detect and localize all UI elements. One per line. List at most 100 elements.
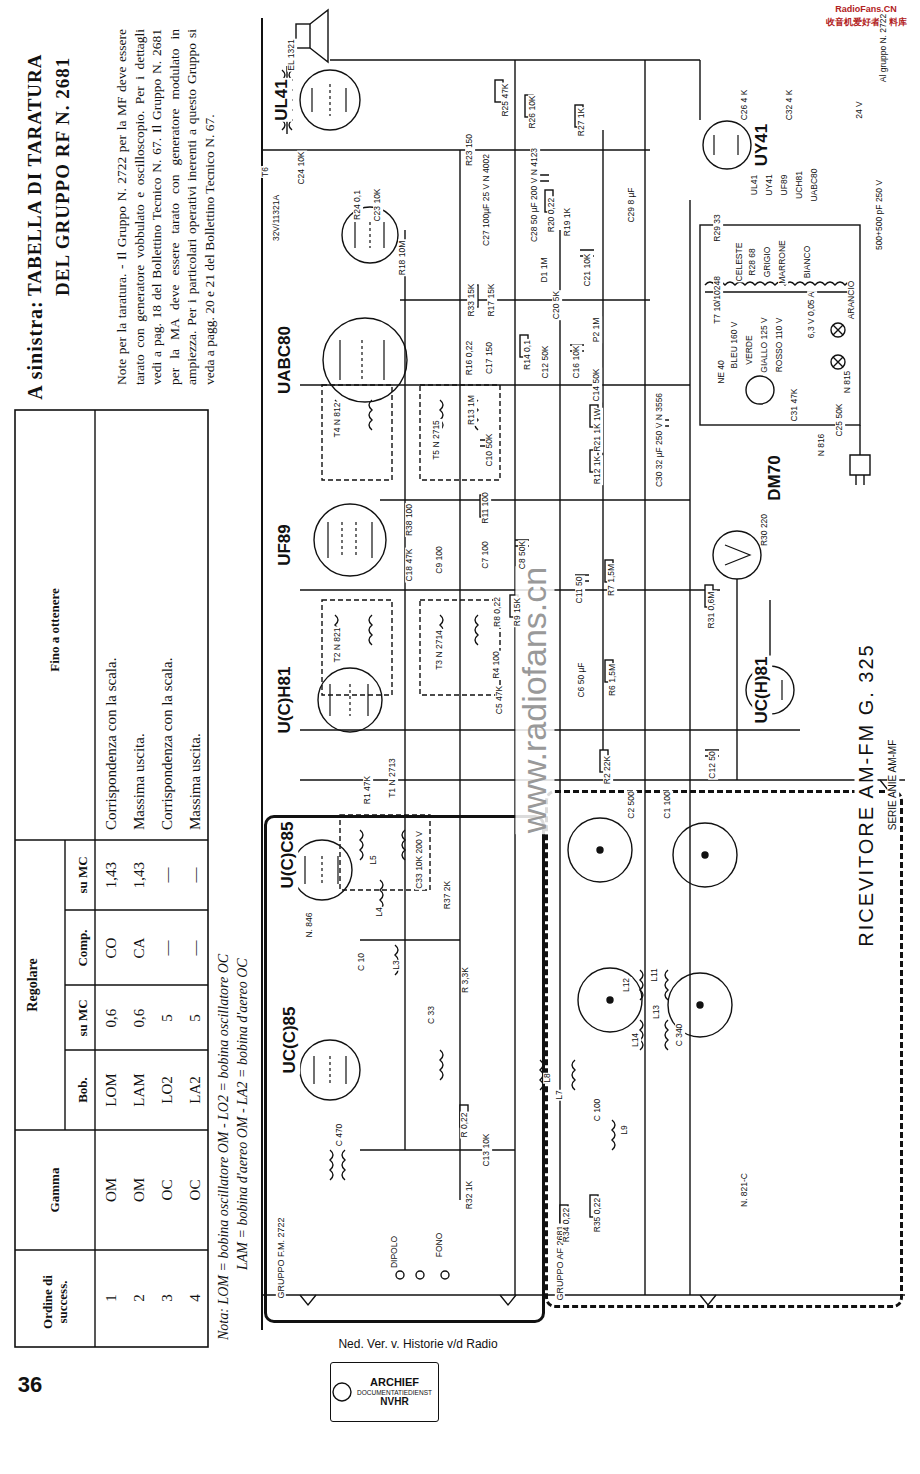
component-value: UCH81	[795, 170, 805, 200]
table-cell: 5	[187, 1013, 204, 1023]
component-value: C7 100	[481, 540, 491, 569]
table-cell: OM	[103, 1177, 120, 1203]
component-value: GIALLO 125 V	[760, 316, 770, 373]
component-value: C29 8 µF	[627, 186, 637, 223]
component-value: L12	[622, 977, 632, 993]
component-value: T5 N 2715	[432, 419, 442, 461]
component-value: C26 4 K	[740, 89, 750, 122]
component-value: BLEU 160 V	[730, 321, 740, 370]
component-value: R7 1,5M	[607, 563, 617, 597]
component-value: C23 10K	[373, 187, 383, 222]
component-value: C11 50	[575, 576, 585, 605]
component-value: R 3,3K	[461, 966, 471, 994]
archive-stamp: ARCHIEFDOCUMENTATIEDIENSTNVHR	[330, 1362, 439, 1422]
component-value: R21 1K 1W	[593, 407, 603, 452]
component-value: 500+500 pF 250 V	[875, 179, 885, 251]
component-value: MARRONE	[778, 239, 788, 284]
table-cell: OC	[187, 1179, 204, 1202]
component-value: L3	[392, 959, 402, 970]
component-value: UL41	[750, 174, 760, 196]
component-value: L13	[652, 1004, 662, 1020]
component-value: EL 1321	[287, 38, 297, 71]
component-value: R13 1M	[467, 394, 477, 426]
component-value: L5	[369, 854, 379, 865]
component-value: R12 1K	[593, 455, 603, 485]
component-value: T3 N 2714	[435, 629, 445, 671]
table-cell: 1,43	[103, 861, 120, 889]
component-value: N. 821-C	[740, 1172, 750, 1208]
table-cell: Massima uscita.	[187, 429, 204, 831]
table-cell: Corrispondenza con la scala.	[103, 429, 120, 831]
component-value: C12 50	[708, 750, 718, 779]
table-cell: 0,6	[131, 1008, 148, 1029]
table-header: su MC	[76, 998, 91, 1037]
component-value: R6 1,5M	[608, 663, 618, 697]
component-value: Al gruppo N. 2722	[879, 13, 889, 84]
component-value: DIPOLO	[390, 1235, 400, 1269]
table-cell: LA2	[187, 1075, 204, 1105]
table-note: LAM = bobina d'aereo OM - LA2 = bobina d…	[235, 629, 251, 1271]
component-value: C 10	[357, 952, 367, 972]
component-value: NE 40	[717, 359, 727, 385]
table-cell: —	[159, 940, 176, 957]
component-value: D1 1M	[540, 256, 550, 283]
component-value: R16 0,22	[465, 340, 475, 377]
component-value: R4 100	[492, 650, 502, 679]
component-value: C28 50 µF 200 V N 4123	[530, 147, 540, 243]
component-value: R35 0,22	[593, 1197, 603, 1234]
table-cell: LO2	[159, 1075, 176, 1105]
component-value: R31 0,6M	[707, 591, 717, 630]
component-value: R37 2K	[443, 880, 453, 910]
component-value: R11 100	[481, 491, 491, 525]
table-title: A sinistra:	[24, 299, 47, 400]
component-value: CELESTE	[735, 242, 745, 283]
table-cell: 2	[131, 1293, 148, 1303]
component-value: C12 50K	[541, 344, 551, 379]
table-note: Nota: LOM = bobina oscillatore OM - LO2 …	[216, 619, 232, 1341]
component-value: R2 22K	[603, 755, 613, 785]
component-value: C25 50K	[835, 402, 845, 437]
table-header: Ordine di success.	[40, 1270, 70, 1334]
component-value: 24 V	[855, 100, 865, 120]
component-value: L14	[631, 1032, 641, 1048]
component-value: C30 32 µF 250 V N 3556	[655, 392, 665, 488]
component-value: R20 0,22	[547, 197, 557, 234]
table-cell: 0,6	[103, 1008, 120, 1029]
component-value: C8 50K	[518, 540, 528, 570]
component-value: R8 0,22	[493, 596, 503, 628]
component-value: ARANCIO	[847, 280, 857, 321]
group-label: GRUPPO F.M. 2722	[276, 1215, 286, 1300]
component-value: C27 100µF 25 V N 4002	[482, 153, 492, 247]
component-value: R27 1K	[577, 107, 587, 137]
component-value: R34 0,22	[562, 1207, 572, 1244]
component-value: BIANCO	[803, 245, 813, 280]
component-value: R14 0,1	[523, 339, 533, 371]
component-value: R26 10K	[528, 94, 538, 129]
component-value: N. 846	[305, 911, 315, 938]
component-value: C16 10K	[572, 344, 582, 379]
component-value: R 0,22	[460, 1111, 470, 1138]
component-value: C5 47K	[495, 685, 505, 715]
stamp-text: ARCHIEF	[370, 1376, 419, 1389]
component-value: P2 1M	[592, 317, 602, 344]
component-value: L8	[543, 1072, 553, 1083]
component-value: R18 10M	[398, 240, 408, 277]
table-cell: OM	[131, 1177, 148, 1203]
component-value: N 816	[817, 433, 827, 458]
stamp-text: DOCUMENTATIEDIENST	[357, 1389, 432, 1396]
tube-name: UF89	[275, 523, 295, 567]
tube-name: UC(C)85	[280, 1005, 300, 1074]
component-value: R38 100	[405, 503, 415, 537]
group-box: GRUPPO F.M. 2722	[264, 815, 545, 1323]
component-value: L4	[375, 906, 385, 917]
component-value: C 470	[335, 1123, 345, 1148]
component-value: C24 10K	[297, 150, 307, 185]
table-cell: CO	[103, 937, 120, 960]
component-value: C 340	[675, 1023, 685, 1048]
tube-name: UY41	[752, 123, 772, 168]
component-value: R9 15K	[513, 597, 523, 627]
component-value: C33 10K 200 V	[415, 830, 425, 890]
component-value: R25 47K	[501, 82, 511, 117]
component-value: GRIGIO	[763, 246, 773, 279]
